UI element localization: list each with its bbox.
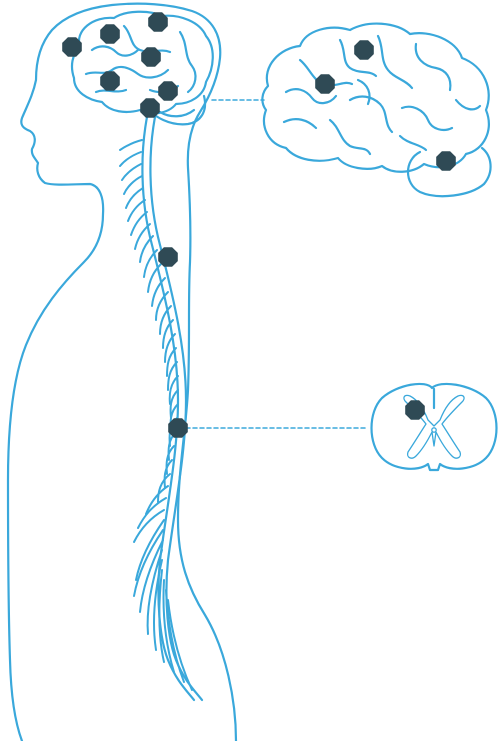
brain-fold [90,45,140,57]
grey-matter [403,394,465,459]
brain-marker [158,81,178,101]
brain-fold [122,24,172,54]
brain-detail-lobe [406,146,492,198]
nerve-roots [119,139,179,543]
brain-detail-marker [436,151,456,171]
brain-marker [140,98,160,118]
brain-outline [70,10,214,115]
brain-detail-outline [261,22,490,173]
brain-marker [148,12,168,32]
cerebellum-fold [158,108,196,118]
brain-fold [178,30,197,94]
spine-marker [168,418,188,438]
cross-section-marker [405,400,425,420]
brain-marker [100,71,120,91]
brain-marker [62,37,82,57]
brain-detail-marker [354,40,374,60]
body-outline [6,2,238,741]
spinal-cord [119,110,204,702]
spinal-cord-line [141,110,196,702]
brain-in-head [70,10,214,126]
brain-marker [141,47,161,67]
brain-fold [84,65,170,79]
cross-section-outline [370,382,498,472]
spine-marker [158,247,178,267]
human-silhouette [6,2,238,741]
central-canal [431,427,437,433]
spinal-cross-section [370,382,498,472]
brain-detail-marker [315,74,335,94]
brain-detail [261,22,492,198]
brain-marker [100,24,120,44]
connectors [185,99,367,429]
brain-fold [94,88,128,94]
cauda-equina [133,519,193,691]
